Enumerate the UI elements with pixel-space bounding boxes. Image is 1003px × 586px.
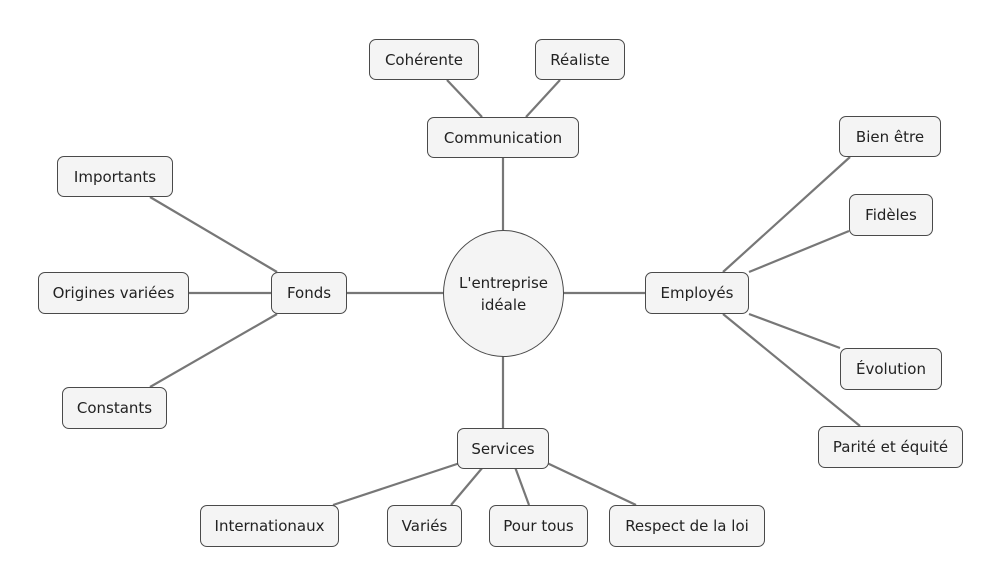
connector-services-internationaux	[332, 461, 461, 507]
branch-fonds-label: Fonds	[286, 284, 332, 302]
connector-employes-parite	[722, 313, 861, 427]
child-origines-variees-node[interactable]: Origines variées	[38, 272, 189, 314]
child-importants-label: Importants	[73, 167, 157, 186]
child-respect-loi-label: Respect de la loi	[625, 517, 749, 535]
child-parite-equite-label: Parité et équité	[832, 438, 949, 456]
child-evolution-label: Évolution	[856, 360, 926, 378]
child-internationaux-label: Internationaux	[214, 517, 325, 535]
child-fideles-node[interactable]: Fidèles	[849, 194, 933, 236]
child-bien-etre-node[interactable]: Bien être	[839, 116, 941, 157]
child-realiste-label: Réaliste	[550, 50, 610, 69]
child-coherente-node[interactable]: Cohérente	[369, 39, 479, 80]
child-respect-loi-node[interactable]: Respect de la loi	[609, 505, 765, 547]
child-constants-label: Constants	[76, 399, 153, 417]
connector-services-pourtous	[513, 466, 531, 506]
connector-fonds-constants	[149, 313, 278, 388]
child-varies-label: Variés	[401, 517, 448, 535]
child-varies-node[interactable]: Variés	[387, 505, 462, 547]
connector-communication-realiste	[525, 79, 561, 118]
connector-employes-bienetre	[722, 156, 851, 273]
child-origines-variees-label: Origines variées	[52, 284, 175, 302]
branch-employes-node[interactable]: Employés	[645, 272, 749, 314]
child-importants-node[interactable]: Importants	[57, 156, 173, 197]
branch-communication-node[interactable]: Communication	[427, 117, 579, 158]
child-bien-etre-label: Bien être	[855, 127, 925, 146]
connector-employes-evolution	[748, 312, 841, 350]
branch-services-node[interactable]: Services	[457, 428, 549, 469]
central-topic-line1: L'entreprise	[458, 273, 549, 292]
branch-fonds-node[interactable]: Fonds	[271, 272, 347, 314]
branch-communication-label: Communication	[443, 128, 563, 147]
connector-communication-coherente	[446, 79, 483, 118]
child-pour-tous-node[interactable]: Pour tous	[489, 505, 588, 547]
branch-employes-label: Employés	[660, 284, 734, 302]
child-fideles-label: Fidèles	[865, 206, 917, 224]
child-evolution-node[interactable]: Évolution	[840, 348, 942, 390]
child-parite-equite-node[interactable]: Parité et équité	[818, 426, 963, 468]
connector-fonds-importants	[149, 196, 278, 273]
child-realiste-node[interactable]: Réaliste	[535, 39, 625, 80]
child-constants-node[interactable]: Constants	[62, 387, 167, 429]
connector-services-varies	[450, 466, 484, 506]
connector-employes-fideles	[748, 229, 850, 274]
central-topic-node[interactable]: L'entreprise idéale	[443, 230, 564, 357]
branch-services-label: Services	[471, 439, 535, 458]
child-pour-tous-label: Pour tous	[503, 517, 574, 535]
child-coherente-label: Cohérente	[384, 50, 464, 69]
connector-services-respect	[546, 462, 637, 506]
central-topic-line2: idéale	[480, 295, 527, 314]
child-internationaux-node[interactable]: Internationaux	[200, 505, 339, 547]
